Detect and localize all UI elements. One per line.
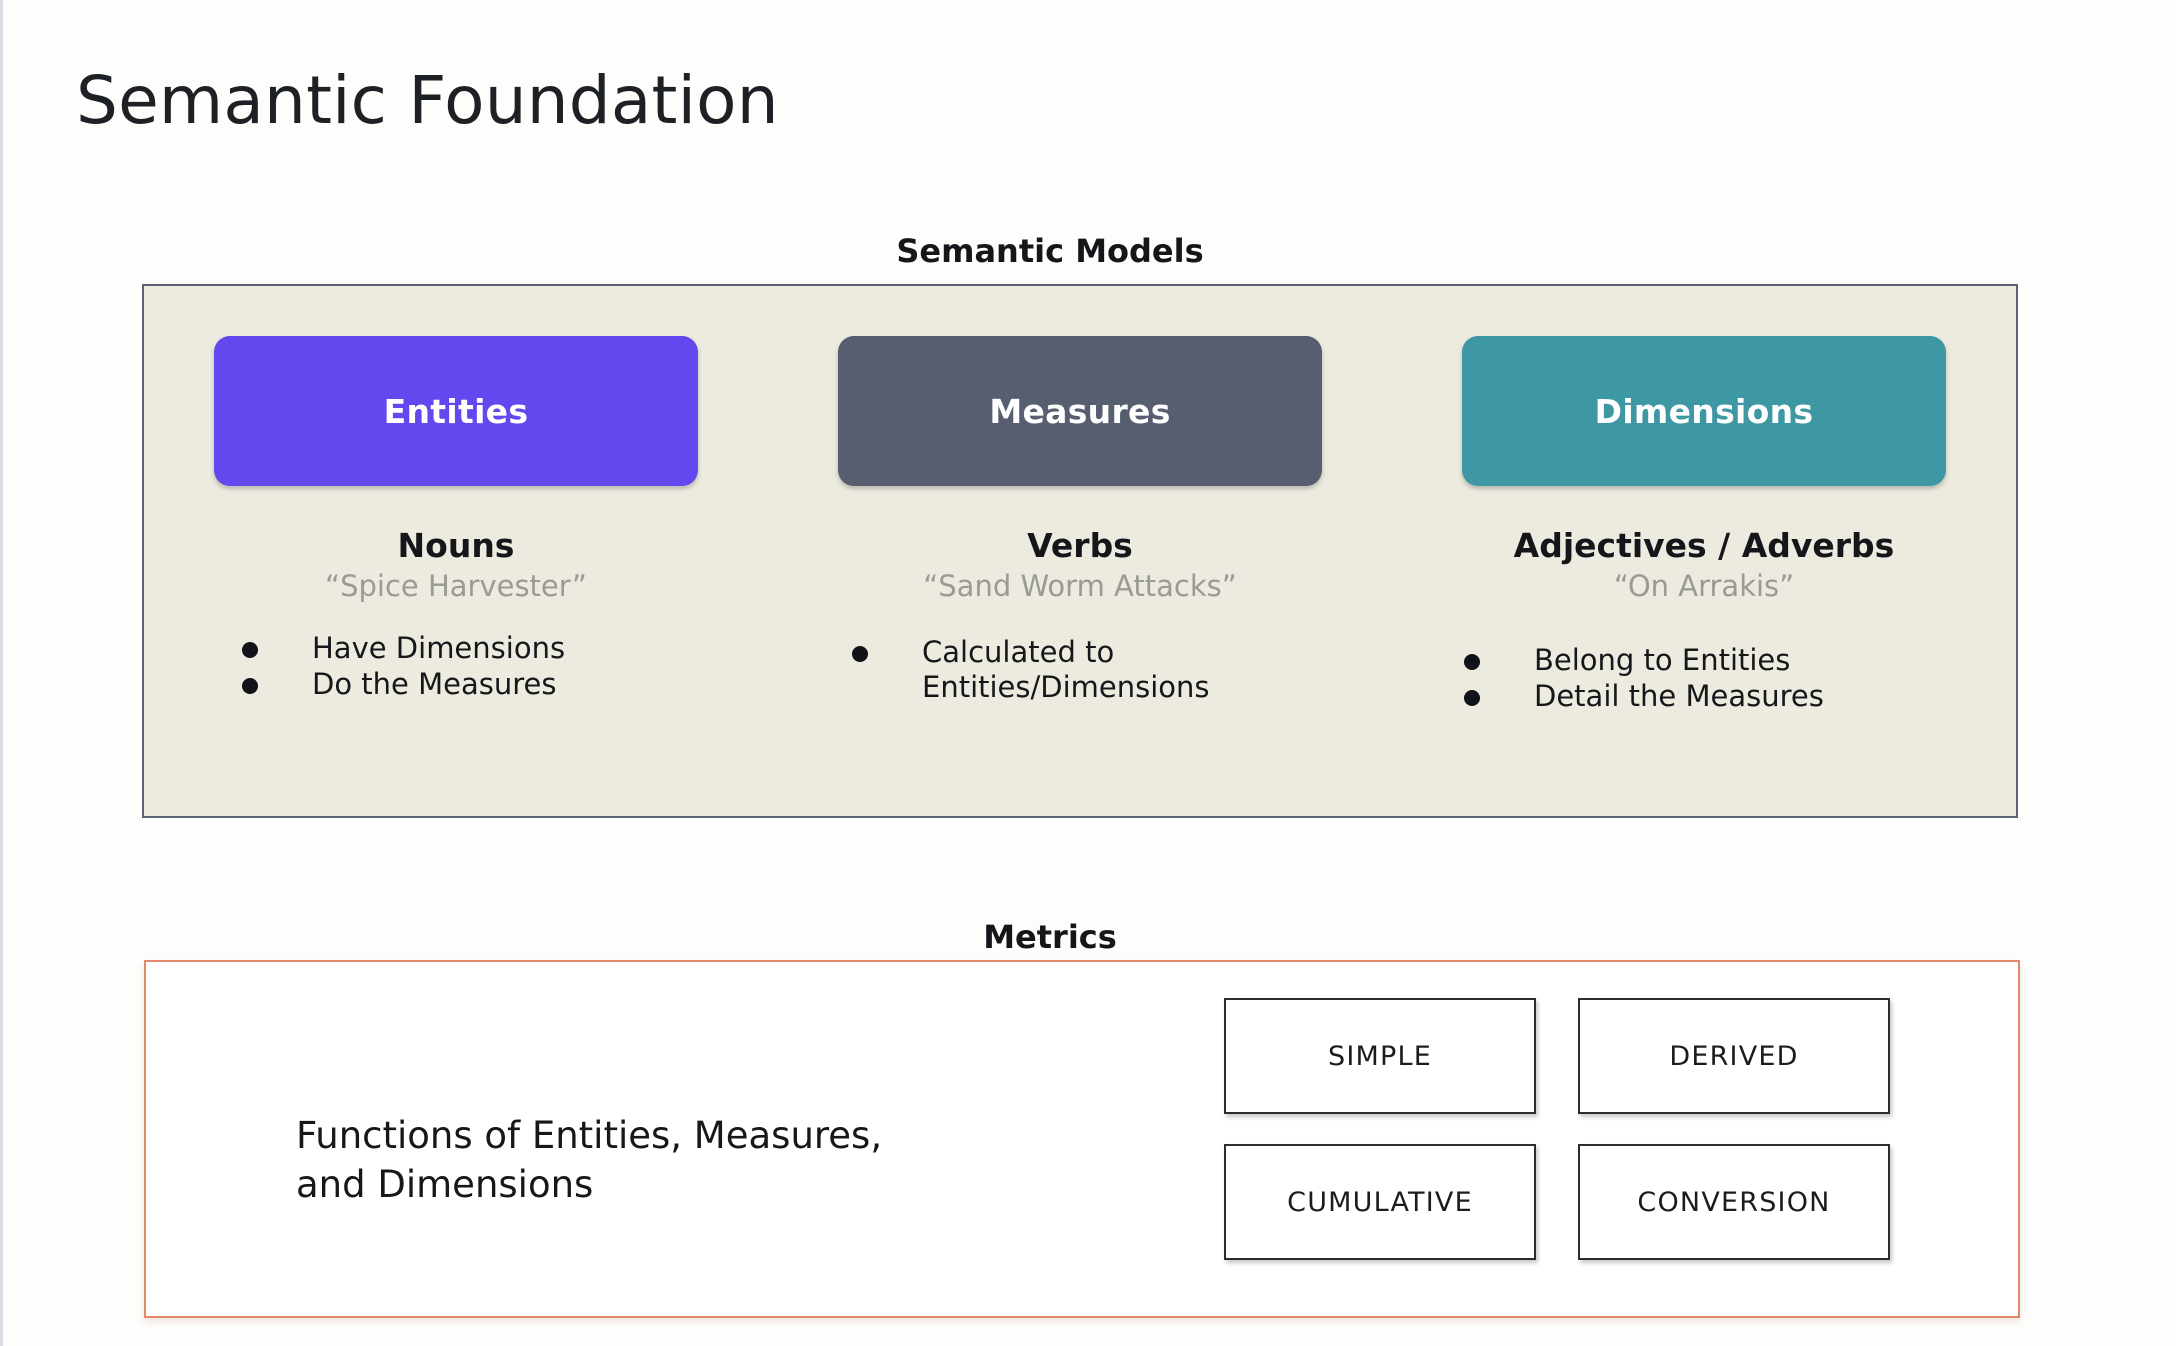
- model-column-entities: Entities Nouns “Spice Harvester” Have Di…: [144, 286, 768, 816]
- list-item: Do the Measures: [144, 667, 768, 702]
- bullet-dot-icon: [1464, 690, 1480, 707]
- chip-measures[interactable]: Measures: [838, 336, 1322, 486]
- list-item: Calculated to Entities/Dimensions: [768, 635, 1392, 706]
- example-entities: “Spice Harvester”: [325, 568, 587, 603]
- part-of-speech-dimensions: Adjectives / Adverbs: [1513, 526, 1895, 565]
- metric-type-simple[interactable]: SIMPLE: [1224, 998, 1536, 1114]
- metric-type-cumulative[interactable]: CUMULATIVE: [1224, 1144, 1536, 1260]
- example-measures: “Sand Worm Attacks”: [923, 568, 1237, 603]
- bullet-dot-icon: [242, 641, 258, 658]
- part-of-speech-measures: Verbs: [1027, 526, 1133, 565]
- semantic-models-panel: Entities Nouns “Spice Harvester” Have Di…: [142, 284, 2018, 818]
- bullet-label: Have Dimensions: [312, 630, 566, 665]
- list-item: Detail the Measures: [1392, 679, 2016, 714]
- metrics-description: Functions of Entities, Measures, and Dim…: [296, 1114, 883, 1206]
- chip-dimensions[interactable]: Dimensions: [1462, 336, 1946, 486]
- semantic-models-heading: Semantic Models: [896, 232, 1204, 270]
- metric-type-conversion[interactable]: CONVERSION: [1578, 1144, 1890, 1260]
- bullet-dot-icon: [1464, 653, 1480, 670]
- bullet-list-dimensions: Belong to Entities Detail the Measures: [1392, 643, 2016, 716]
- metrics-panel: Functions of Entities, Measures, and Dim…: [144, 960, 2020, 1318]
- model-column-measures: Measures Verbs “Sand Worm Attacks” Calcu…: [768, 286, 1392, 816]
- metrics-heading: Metrics: [983, 918, 1117, 956]
- bullet-label: Belong to Entities: [1534, 642, 1791, 677]
- chip-entities[interactable]: Entities: [214, 336, 698, 486]
- semantic-models-columns: Entities Nouns “Spice Harvester” Have Di…: [144, 286, 2016, 816]
- list-item: Have Dimensions: [144, 631, 768, 666]
- model-column-dimensions: Dimensions Adjectives / Adverbs “On Arra…: [1392, 286, 2016, 816]
- part-of-speech-entities: Nouns: [397, 526, 515, 565]
- bullet-dot-icon: [242, 678, 258, 695]
- bullet-list-measures: Calculated to Entities/Dimensions: [768, 635, 1392, 707]
- metric-type-derived[interactable]: DERIVED: [1578, 998, 1890, 1114]
- bullet-label: Do the Measures: [312, 667, 557, 702]
- example-dimensions: “On Arrakis”: [1613, 568, 1795, 603]
- slide-left-edge: [0, 0, 3, 1346]
- bullet-label: Calculated to Entities/Dimensions: [922, 634, 1210, 705]
- bullet-label: Detail the Measures: [1534, 679, 1824, 714]
- metric-type-grid: SIMPLE DERIVED CUMULATIVE CONVERSION: [1224, 998, 1890, 1260]
- list-item: Belong to Entities: [1392, 643, 2016, 678]
- page-title: Semantic Foundation: [76, 62, 779, 139]
- bullet-dot-icon: [852, 645, 868, 662]
- bullet-list-entities: Have Dimensions Do the Measures: [144, 631, 768, 704]
